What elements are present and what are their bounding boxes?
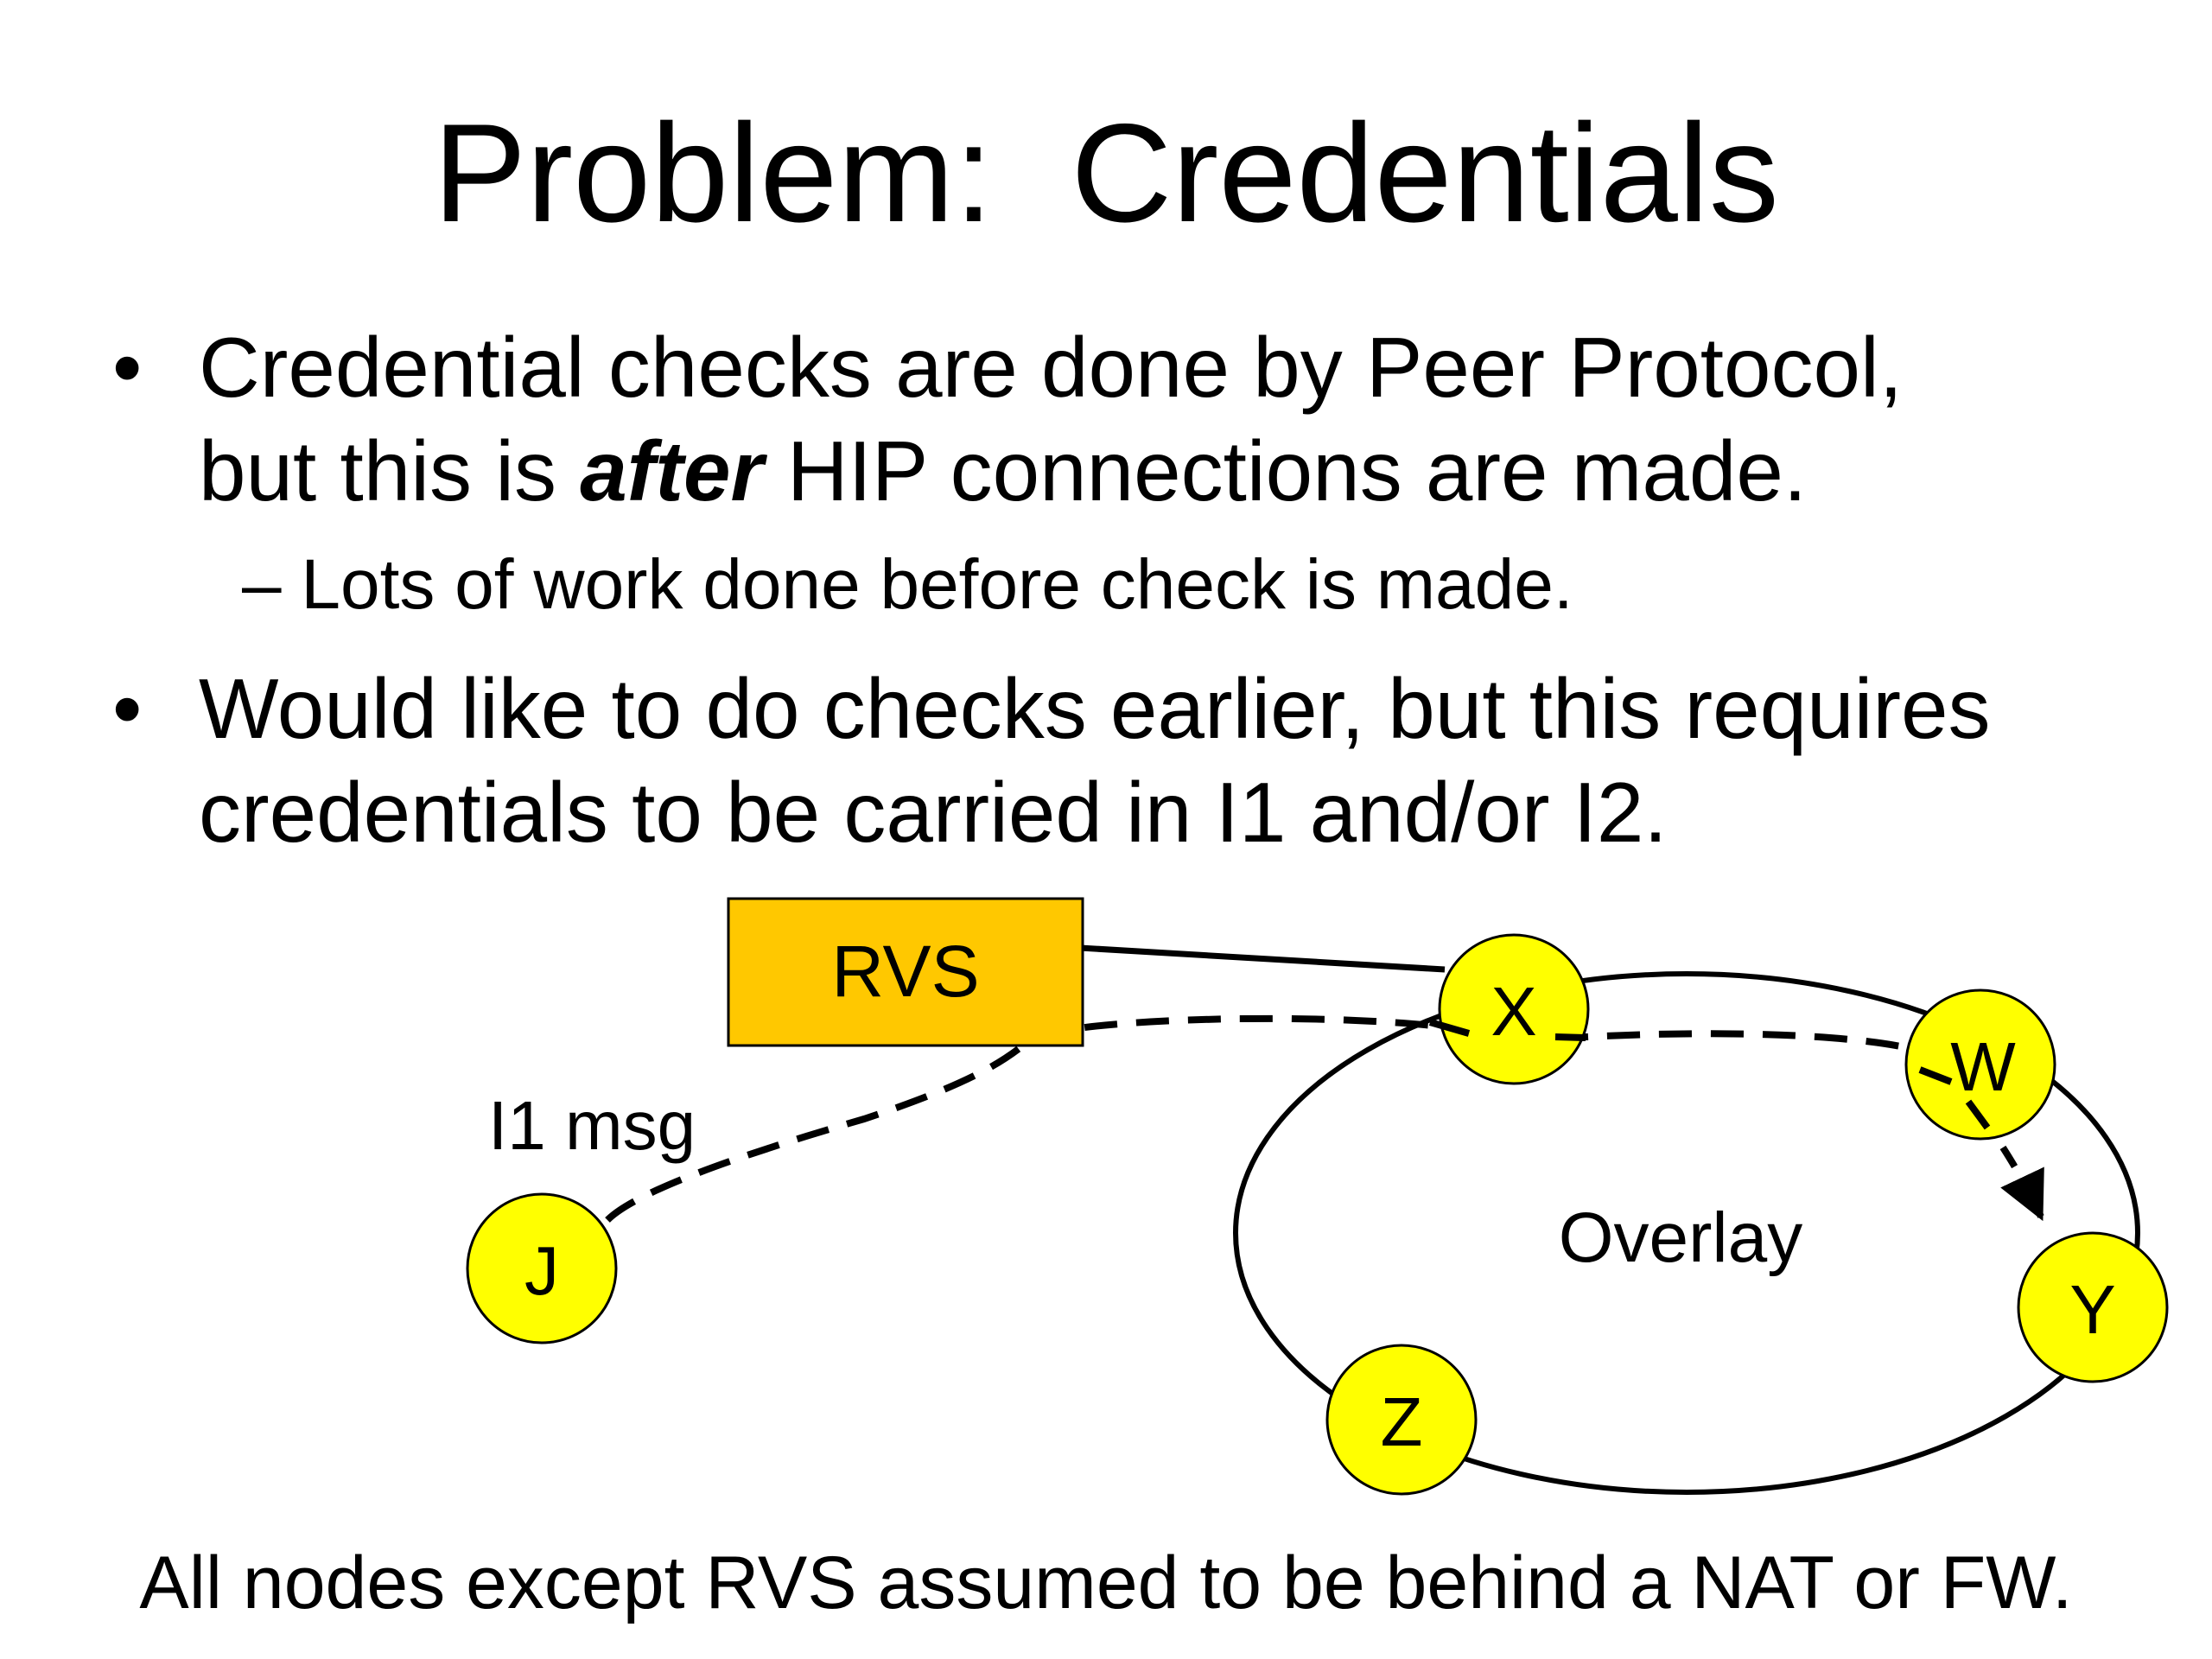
- node-y-circle: [2017, 1231, 2169, 1383]
- bullet-line-2-start: but this is: [199, 423, 581, 518]
- rvs-to-x-link: [1079, 944, 1446, 973]
- node-x: X: [1438, 933, 1590, 1085]
- bullet-line-1: Would like to do checks earlier, but thi…: [199, 661, 1991, 756]
- node-y-label: Y: [2069, 1271, 2115, 1348]
- node-z-label: Z: [1381, 1383, 1423, 1460]
- overlay-ring: [1233, 971, 2140, 1495]
- sub-bullet-lots-of-work: – Lots of work done before check is made…: [242, 542, 1573, 628]
- sub-bullet-text: Lots of work done before check is made.: [301, 545, 1573, 624]
- node-w-circle: [1904, 988, 2056, 1141]
- node-x-circle: [1438, 933, 1590, 1085]
- node-y: Y: [2017, 1231, 2169, 1383]
- bullet-line-2: credentials to be carried in I1 and/or I…: [199, 765, 1668, 860]
- bullet-line-2-end: HIP connections are made.: [763, 423, 1808, 518]
- x-pass-through-path: [1428, 1019, 1586, 1041]
- x-to-w-path: [1554, 1030, 1958, 1089]
- slide-title: Problem: Credentials: [433, 95, 1779, 251]
- i1-message-path: [605, 1014, 1442, 1223]
- node-j: J: [466, 1192, 618, 1344]
- i1-msg-label: I1 msg: [488, 1087, 696, 1164]
- w-to-y-arrow: [1999, 1145, 2044, 1222]
- node-w: W: [1904, 988, 2056, 1141]
- node-x-label: X: [1491, 973, 1536, 1050]
- node-z-circle: [1325, 1344, 1478, 1496]
- sub-bullet-marker: –: [242, 545, 282, 624]
- bullet-marker: •: [112, 661, 143, 756]
- overlay-label: Overlay: [1559, 1198, 1803, 1277]
- emphasis-after: after: [580, 423, 764, 518]
- node-z: Z: [1325, 1344, 1478, 1496]
- node-j-circle: [466, 1192, 618, 1344]
- rvs-label: RVS: [831, 931, 979, 1012]
- node-j-label: J: [524, 1232, 559, 1309]
- bullet-line-1: Credential checks are done by Peer Proto…: [199, 320, 1903, 415]
- bullet-line-2: but this is after HIP connections are ma…: [199, 419, 1807, 523]
- node-w-label: W: [1950, 1028, 2016, 1105]
- rvs-box: [727, 897, 1084, 1047]
- bullet-marker: •: [112, 320, 143, 415]
- w-pass-through-path: [1918, 1066, 1991, 1130]
- footer-note: All nodes except RVS assumed to be behin…: [139, 1541, 2073, 1624]
